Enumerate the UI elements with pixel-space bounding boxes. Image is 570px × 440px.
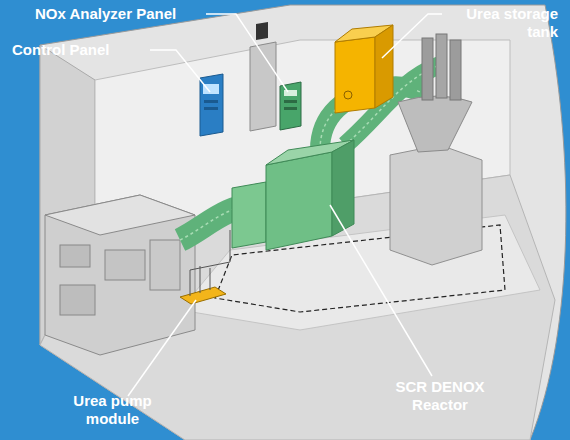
analyzer-detail [284,107,297,110]
analyzer-display [284,90,297,96]
scr-reactor [266,152,332,250]
pump-piping [190,230,230,296]
scr-reactor-side [332,140,354,236]
leader-line [330,205,432,376]
urea-tank-side [375,25,393,108]
tank-valve [344,91,352,99]
urea-pump-module [180,287,226,304]
hull-section [40,5,566,440]
callout-label: NOx Analyzer Panel [35,5,210,23]
callout-label: Urea storage tank [440,5,558,41]
engine-block [45,195,195,355]
nox-analyzer-panel [280,82,301,130]
leader-line [150,50,210,92]
urea-tank [335,37,375,113]
leader-line [382,14,442,58]
engine-top [45,195,195,235]
funnel [398,96,472,152]
analyzer-vent [256,22,268,40]
engine-detail [60,285,95,315]
callout-label: Control Panel [12,41,152,59]
exhaust-stack [436,34,447,98]
callout-label: Urea pump module [60,392,165,428]
engine-detail [60,245,90,267]
analyzer-detail [284,100,297,103]
leader-line [206,14,288,92]
control-detail [204,107,218,110]
engine-detail [105,250,145,280]
funnel-casing [390,145,482,265]
engine-detail [150,240,180,290]
exhaust-stack [422,38,433,100]
exhaust-stack [450,40,461,100]
control-detail [204,100,218,103]
reactor-inlet [232,182,266,248]
callout-label: SCR DENOX Reactor [375,378,505,414]
leader-line [128,300,196,396]
